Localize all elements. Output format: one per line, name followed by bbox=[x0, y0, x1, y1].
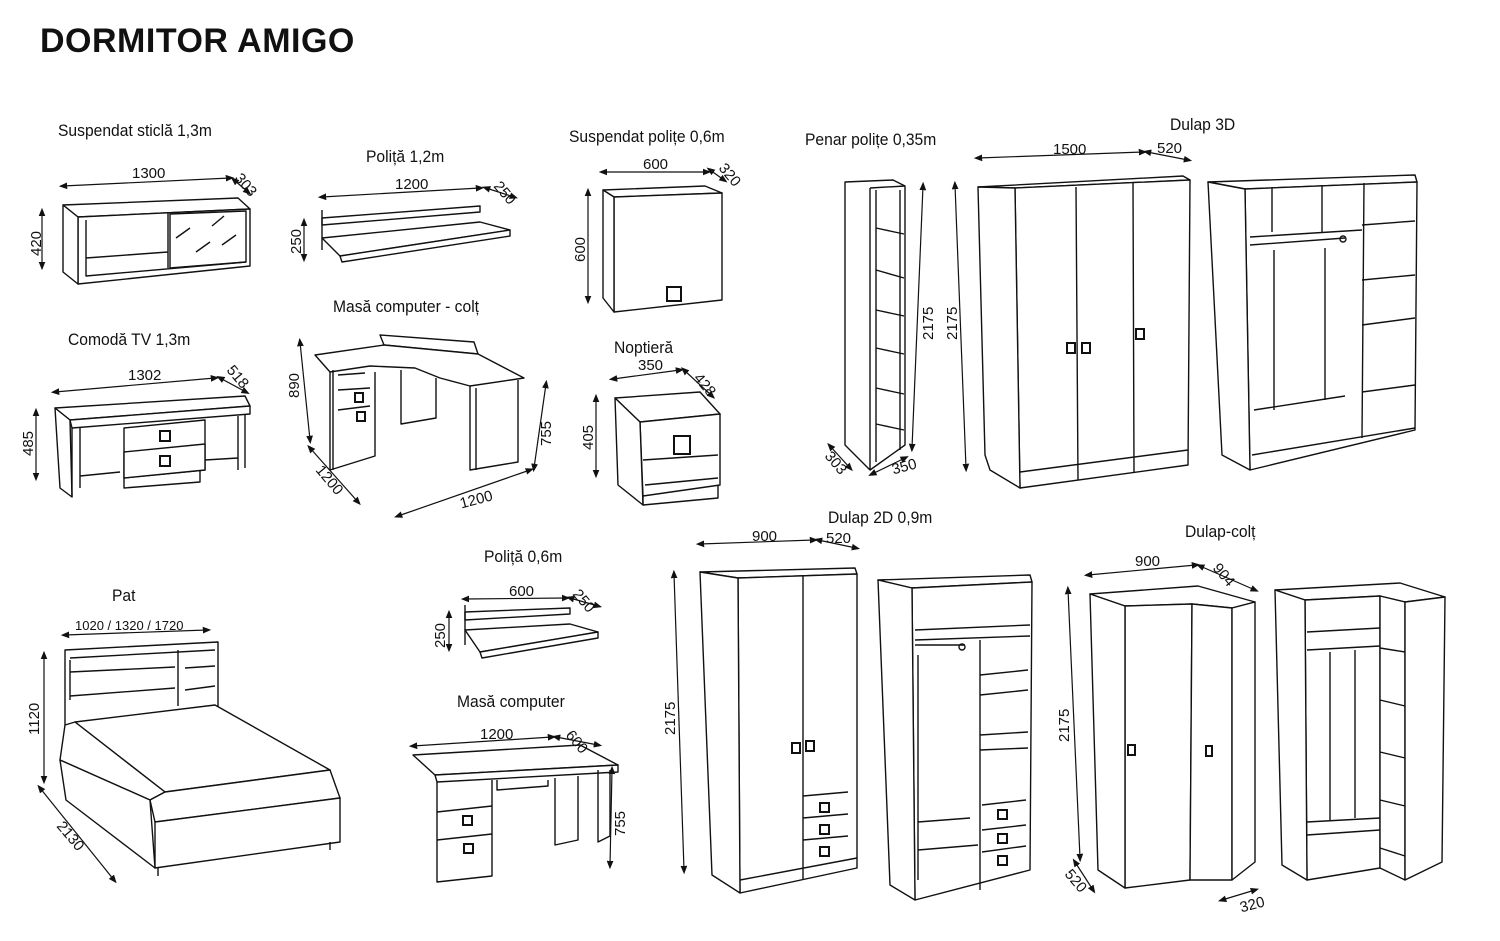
item-title-masa-colt: Masă computer - colț bbox=[333, 297, 480, 316]
dim-height: 485 bbox=[20, 430, 37, 456]
dim-height: 1120 bbox=[26, 702, 43, 735]
item-title-masa-computer: Masă computer bbox=[457, 692, 565, 711]
dim-height: 2175 bbox=[662, 701, 679, 735]
dim-width: 1302 bbox=[128, 367, 162, 384]
item-title-suspendat-polite: Suspendat polițe 0,6m bbox=[569, 127, 725, 146]
dulap-3d-open-drawing bbox=[1207, 174, 1418, 471]
noptiera-drawing bbox=[592, 367, 721, 506]
dim-width: 1020 / 1320 / 1720 bbox=[75, 618, 184, 633]
penar-polite-drawing bbox=[827, 179, 927, 476]
suspendat-polite-drawing bbox=[584, 167, 728, 313]
dim-width: 1300 bbox=[132, 165, 166, 182]
pat-drawing bbox=[37, 626, 341, 884]
item-title-polita-0-6: Poliță 0,6m bbox=[484, 547, 563, 566]
suspendat-sticla-drawing bbox=[38, 174, 252, 285]
dulap-3d-closed-drawing bbox=[951, 148, 1193, 489]
dim-width: 900 bbox=[1135, 553, 1161, 570]
dim-height: 600 bbox=[572, 236, 589, 262]
dim-height: 405 bbox=[580, 424, 597, 450]
dim-width: 350 bbox=[638, 357, 664, 374]
dim-depth: 520 bbox=[826, 530, 852, 547]
polita-1-2-drawing bbox=[300, 184, 518, 263]
dim-width: 1500 bbox=[1053, 141, 1087, 158]
dim-width: 600 bbox=[643, 156, 669, 173]
item-title-dulap-colt: Dulap-colț bbox=[1185, 522, 1256, 541]
dim-width: 600 bbox=[509, 583, 535, 600]
item-title-pat: Pat bbox=[112, 586, 136, 605]
item-title-suspendat-sticla: Suspendat sticlă 1,3m bbox=[58, 121, 212, 140]
dim-height: 250 bbox=[288, 228, 305, 254]
item-title-noptiera: Noptieră bbox=[614, 338, 674, 357]
dulap-2d-closed-drawing bbox=[670, 536, 861, 894]
dim-height-back: 890 bbox=[286, 372, 303, 398]
comoda-tv-drawing bbox=[32, 375, 251, 498]
dim-height: 755 bbox=[612, 810, 629, 836]
item-title-comoda-tv: Comodă TV 1,3m bbox=[68, 330, 191, 349]
dulap-colt-closed-drawing bbox=[1064, 562, 1260, 902]
dim-width: 1200 bbox=[480, 726, 514, 743]
item-title-dulap-2d: Dulap 2D 0,9m bbox=[828, 508, 933, 527]
item-title-dulap-3d: Dulap 3D bbox=[1170, 115, 1236, 134]
page-title: DORMITOR AMIGO bbox=[40, 22, 355, 60]
dulap-2d-open-drawing bbox=[877, 574, 1033, 901]
dim-height: 2175 bbox=[920, 306, 937, 340]
dim-height: 2175 bbox=[1056, 708, 1073, 742]
dim-height: 420 bbox=[28, 230, 45, 256]
masa-computer-colt-drawing bbox=[297, 334, 549, 518]
item-title-polita-1-2: Poliță 1,2m bbox=[366, 147, 445, 166]
dim-depth: 520 bbox=[1157, 140, 1183, 157]
dim-height: 755 bbox=[538, 420, 555, 446]
masa-computer-drawing bbox=[408, 733, 619, 883]
dim-height: 250 bbox=[432, 622, 449, 648]
dim-width: 900 bbox=[752, 528, 778, 545]
polita-0-6-drawing bbox=[445, 594, 603, 659]
dulap-colt-open-drawing bbox=[1274, 582, 1446, 881]
item-title-penar-polite: Penar polițe 0,35m bbox=[805, 130, 937, 149]
dim-height: 2175 bbox=[944, 306, 961, 340]
dim-width: 1200 bbox=[395, 176, 429, 193]
